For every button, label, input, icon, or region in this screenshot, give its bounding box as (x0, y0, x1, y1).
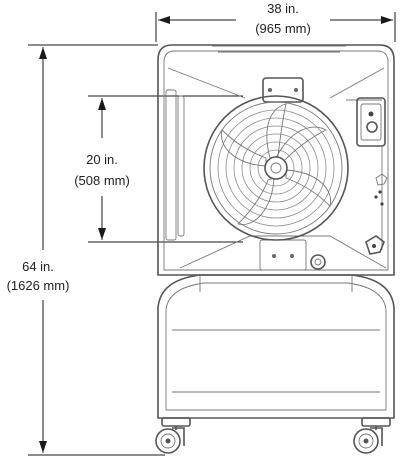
left-caster-axle (165, 438, 171, 444)
bracket-bolt-left (268, 88, 272, 92)
width-imperial-label: 38 in. (267, 1, 299, 16)
fan-ring-4 (233, 125, 319, 211)
control-switch (368, 111, 374, 117)
valve-detail-b (374, 195, 378, 199)
hose-connector-bolt (372, 244, 376, 248)
width-right-arrowhead (381, 16, 393, 24)
fan-ring-7 (257, 149, 295, 187)
base-bolt-right (290, 254, 294, 258)
control-panel-face (360, 103, 382, 141)
fan-top-arrowhead (98, 98, 106, 110)
height-top-arrowhead (39, 47, 47, 59)
fan-base-plate (259, 239, 307, 271)
fan-diameter-dimension: 20 in. (508 mm) (74, 95, 243, 243)
fan-icon (203, 95, 349, 241)
right-caster-fork (370, 427, 383, 446)
height-dimension: 64 in. (1626 mm) (7, 44, 165, 456)
width-metric-label: (965 mm) (255, 21, 311, 36)
fan-ring-5 (241, 133, 311, 203)
upper-housing-inner (163, 50, 389, 271)
left-grille-slot (165, 89, 177, 241)
right-caster-wheel (353, 428, 379, 454)
water-inlet-fitting-center (314, 258, 322, 266)
caster-icon (155, 417, 391, 454)
left-caster-plate (161, 417, 191, 427)
valve-detail-c (380, 202, 384, 206)
control-knob (366, 121, 378, 133)
left-caster-wheel (155, 428, 181, 454)
hose-connector-icon (365, 235, 385, 255)
left-grille-slot-inner (177, 95, 185, 237)
upper-frame-struts (167, 67, 385, 99)
right-caster-wheel-inner (358, 433, 374, 449)
upper-housing (157, 44, 395, 276)
water-inlet-fitting (310, 254, 326, 270)
height-metric-label: (1626 mm) (7, 278, 70, 293)
control-panel-icon (356, 97, 386, 147)
bracket-bolt-right (294, 88, 298, 92)
right-caster-plate (361, 417, 391, 427)
fan-imperial-label: 20 in. (86, 152, 118, 167)
fan-support-struts (179, 235, 387, 269)
fan-ring-1 (209, 101, 343, 235)
pump-valve-icon (375, 173, 388, 186)
width-left-arrowhead (158, 16, 170, 24)
valve-detail-a (378, 190, 382, 194)
fan-hub (264, 156, 288, 180)
width-dimension: 38 in. (965 mm) (155, 1, 396, 42)
fan-ring-3 (225, 117, 327, 219)
height-imperial-label: 64 in. (22, 259, 54, 274)
fan-hub-center (270, 162, 282, 174)
fan-ring-6 (249, 141, 303, 195)
base-bolt-left (272, 254, 276, 258)
cooler-cabinet (157, 44, 395, 419)
fan-blade-2 (285, 169, 332, 207)
fan-metric-label: (508 mm) (74, 173, 130, 188)
left-caster-fork (172, 427, 185, 446)
right-caster-axle (363, 438, 369, 444)
fan-outer-ring (203, 95, 349, 241)
water-tank (157, 274, 395, 419)
fan-blade-5 (266, 103, 287, 159)
height-bottom-arrowhead (39, 441, 47, 453)
left-caster-wheel-inner (160, 433, 176, 449)
fan-bottom-arrowhead (98, 228, 106, 240)
fan-blade-3 (237, 177, 275, 225)
fan-blade-1 (275, 126, 327, 163)
water-tank-inner (165, 282, 387, 411)
fan-blade-4 (220, 129, 267, 167)
